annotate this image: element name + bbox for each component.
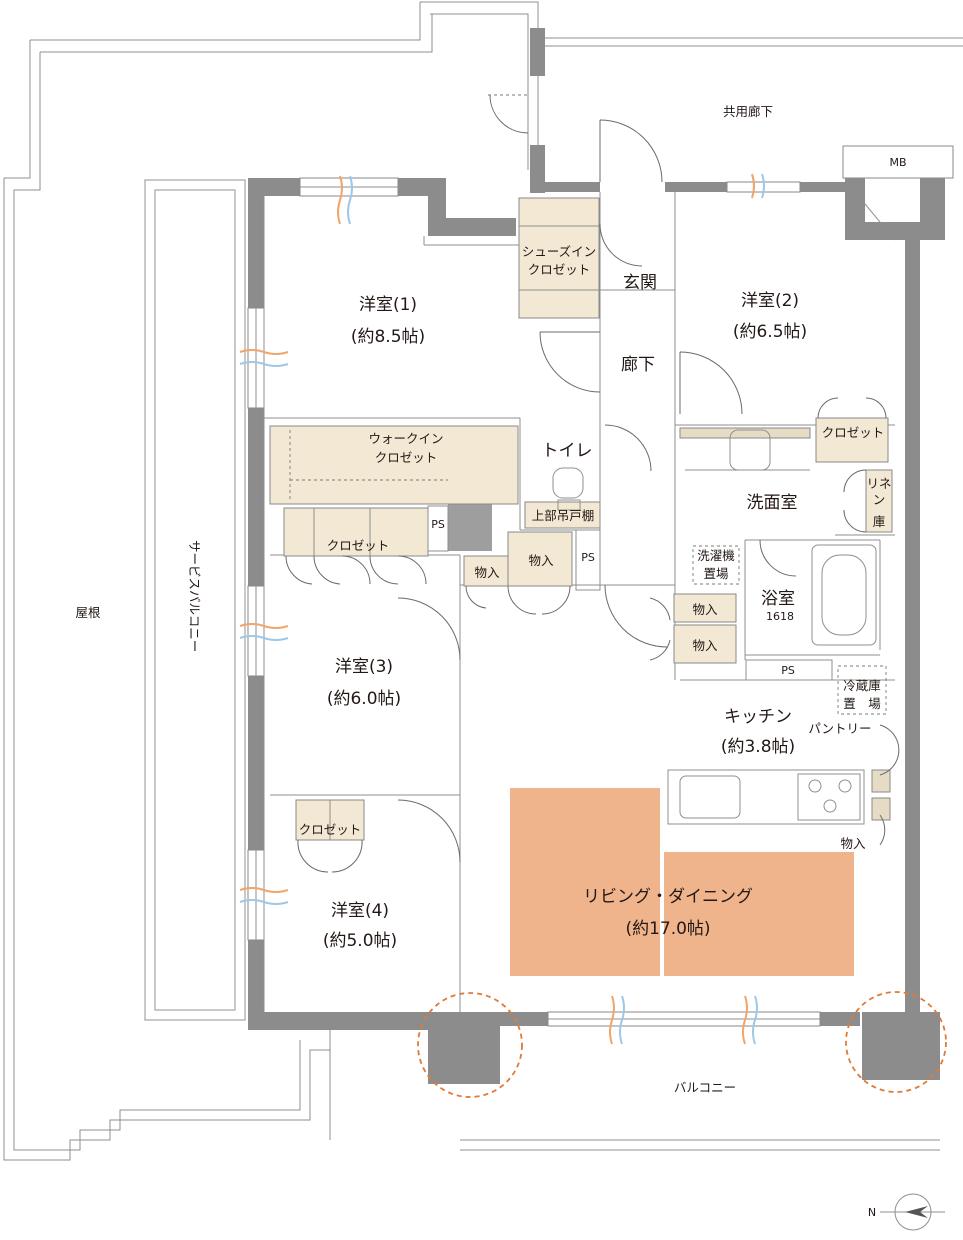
label-western3-name: 洋室(3): [335, 657, 393, 677]
label-ps-3: PS: [781, 664, 795, 677]
label-western4-name: 洋室(4): [331, 901, 389, 921]
label-shoes-closet-1: シューズイン: [522, 244, 596, 259]
label-walkin-2: クロゼット: [375, 450, 438, 465]
ventilation-marks: [239, 173, 765, 1045]
label-service-balcony: サービスバルコニー: [187, 540, 202, 652]
label-western1-name: 洋室(1): [359, 295, 417, 315]
label-western2-name: 洋室(2): [741, 291, 799, 311]
label-linen-3: 庫: [873, 514, 886, 529]
storage-a-box: [507, 531, 573, 587]
label-storage-d: 物入: [692, 638, 718, 653]
label-hallway: 廊下: [621, 355, 655, 375]
label-storage-c: 物入: [692, 602, 718, 617]
linen-box: [865, 469, 893, 533]
shoes-in-closet: [518, 197, 600, 319]
label-shoes-closet-2: クロゼット: [528, 262, 591, 277]
living-dining-area: [510, 788, 854, 976]
label-entrance: 玄関: [623, 273, 657, 293]
label-western4-size: (約5.0帖): [323, 931, 397, 951]
label-fridge-2: 置 場: [843, 696, 881, 711]
label-bathroom: 浴室: [761, 589, 795, 609]
label-linen-1: リネ: [866, 476, 891, 491]
ps-shaft-box: [448, 496, 492, 551]
label-laundry-2: 置場: [703, 566, 728, 581]
fixtures: [427, 429, 887, 825]
label-walkin-1: ウォークイン: [368, 431, 443, 446]
pantry-shelf-2: [871, 797, 891, 821]
exterior-walls: [248, 28, 945, 1084]
label-western3-size: (約6.0帖): [327, 689, 401, 709]
label-balcony: バルコニー: [674, 1080, 736, 1095]
label-closet-room4: クロゼット: [299, 822, 362, 837]
label-upper-cabinet: 上部吊戸棚: [532, 508, 595, 523]
labels: 洋室(1) (約8.5帖) 洋室(2) (約6.5帖) 洋室(3) (約6.0帖…: [75, 104, 906, 1219]
label-kitchen-name: キッチン: [724, 707, 792, 727]
label-mb: MB: [889, 156, 906, 169]
balcony-rails: [329, 1030, 940, 1151]
closet-doors: [285, 397, 887, 873]
walk-in-closet: [269, 425, 519, 505]
label-compass-north: N: [868, 1206, 876, 1219]
storage-c-box: [673, 593, 737, 623]
corridor-rails: [545, 37, 963, 179]
vanity-shelf: [679, 427, 811, 439]
label-storage-a: 物入: [528, 553, 554, 568]
column-ring-right: [845, 991, 947, 1093]
compass-icon: [880, 1193, 945, 1231]
label-storage-b: 物入: [474, 565, 500, 580]
storage-b-box: [463, 555, 509, 587]
upper-cabinet-box: [524, 501, 601, 529]
label-closet-room3: クロゼット: [327, 538, 390, 553]
structural-columns: [417, 991, 947, 1098]
living-rug-left: [510, 788, 660, 976]
label-closet-room2: クロゼット: [822, 425, 885, 440]
label-western2-size: (約6.5帖): [733, 322, 807, 342]
pantry-shelf-1: [871, 769, 891, 793]
label-washroom: 洗面室: [747, 493, 798, 513]
closets: [269, 197, 893, 841]
column-ring-left: [417, 992, 523, 1098]
doors: [397, 94, 900, 863]
label-pantry: パントリー: [808, 721, 871, 736]
label-roof: 屋根: [75, 605, 101, 620]
label-storage-kitchen: 物入: [840, 836, 866, 851]
label-living-size: (約17.0帖): [625, 919, 710, 939]
label-laundry-1: 洗濯機: [697, 548, 735, 563]
windows: [247, 177, 821, 1027]
label-kitchen-size: (約3.8帖): [721, 737, 795, 757]
label-fridge-1: 冷蔵庫: [843, 678, 881, 693]
closet-room2-box: [815, 417, 889, 463]
storage-d-box: [673, 624, 737, 664]
label-toilet: トイレ: [542, 441, 593, 461]
label-ps-2: PS: [581, 551, 595, 564]
label-common-corridor: 共用廊下: [723, 104, 773, 119]
label-western1-size: (約8.5帖): [351, 327, 425, 347]
roof-outline: [3, 1, 539, 1161]
label-living-name: リビング・ダイニング: [583, 887, 753, 907]
label-ps-1: PS: [431, 518, 445, 531]
label-linen-2: ン: [873, 492, 886, 507]
living-rug-right: [664, 852, 854, 976]
label-bathroom-size: 1618: [766, 610, 794, 623]
